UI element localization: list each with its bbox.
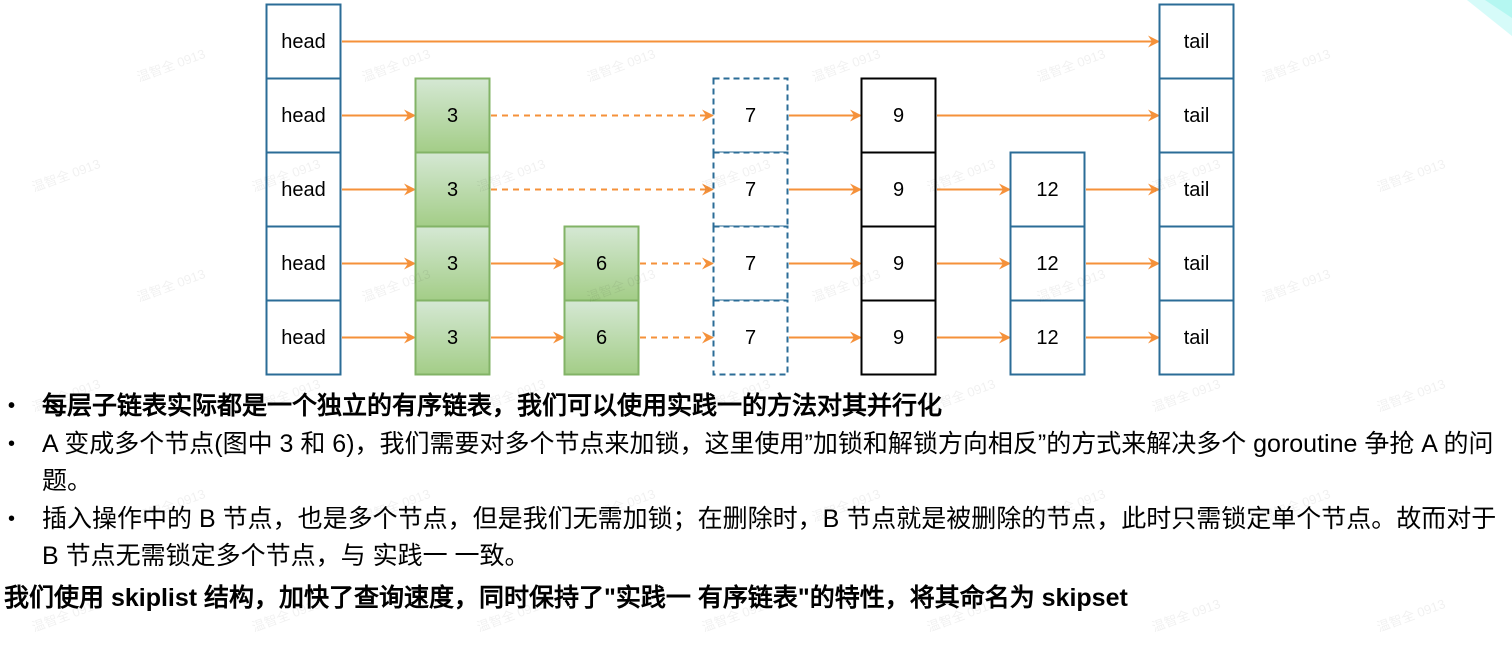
node-n12-level-4: 12 bbox=[1009, 299, 1086, 376]
node-box bbox=[265, 151, 342, 228]
node-box bbox=[1158, 3, 1235, 80]
node-label: head bbox=[281, 327, 326, 349]
node-n3-level-3: 3 bbox=[414, 225, 491, 302]
bullet-item: • A 变成多个节点(图中 3 和 6)，我们需要对多个节点来加锁，这里使用”加… bbox=[0, 426, 1512, 501]
bullet-list: • 每层子链表实际都是一个独立的有序链表，我们可以使用实践一的方法对其并行化 •… bbox=[0, 388, 1512, 576]
summary-text: 我们使用 skiplist 结构，加快了查询速度，同时保持了"实践一 有序链表"… bbox=[4, 583, 1128, 612]
node-tail-level-4: tail bbox=[1158, 299, 1235, 376]
node-head-level-4: head bbox=[265, 299, 342, 376]
bullet-text: A 变成多个节点(图中 3 和 6)，我们需要对多个节点来加锁，这里使用”加锁和… bbox=[42, 429, 1494, 496]
node-n12-level-3: 12 bbox=[1009, 225, 1086, 302]
node-tail-level-2: tail bbox=[1158, 151, 1235, 228]
node-box bbox=[265, 225, 342, 302]
node-box bbox=[860, 299, 937, 376]
node-n9-level-1: 9 bbox=[860, 77, 937, 154]
node-label: 9 bbox=[893, 105, 904, 127]
node-label: 6 bbox=[596, 327, 607, 349]
node-label: tail bbox=[1184, 179, 1210, 201]
node-label: head bbox=[281, 31, 326, 53]
node-label: 9 bbox=[893, 253, 904, 275]
node-box bbox=[860, 151, 937, 228]
node-box bbox=[265, 77, 342, 154]
node-n7-level-2: 7 bbox=[712, 151, 789, 228]
node-box bbox=[563, 225, 640, 302]
bullet-marker: • bbox=[8, 432, 16, 455]
node-label: 3 bbox=[447, 327, 458, 349]
node-label: 12 bbox=[1036, 253, 1058, 275]
node-label: 6 bbox=[596, 253, 607, 275]
node-n6-level-3: 6 bbox=[563, 225, 640, 302]
node-box bbox=[1009, 225, 1086, 302]
skiplist-diagram: head head head head head 3 3 3 3 6 6 7 7 7 7 9 9 9 9 12 12 12… bbox=[265, 3, 1235, 376]
node-box bbox=[414, 299, 491, 376]
node-label: 7 bbox=[745, 179, 756, 201]
node-label: head bbox=[281, 179, 326, 201]
node-n9-level-2: 9 bbox=[860, 151, 937, 228]
node-box bbox=[1158, 299, 1235, 376]
node-label: tail bbox=[1184, 31, 1210, 53]
node-box bbox=[1158, 151, 1235, 228]
node-label: tail bbox=[1184, 253, 1210, 275]
node-box bbox=[265, 3, 342, 80]
node-n7-level-4: 7 bbox=[712, 299, 789, 376]
node-label: tail bbox=[1184, 105, 1210, 127]
node-head-level-1: head bbox=[265, 77, 342, 154]
node-n6-level-4: 6 bbox=[563, 299, 640, 376]
node-head-level-0: head bbox=[265, 3, 342, 80]
node-box bbox=[563, 299, 640, 376]
node-box bbox=[712, 299, 789, 376]
corner-decoration bbox=[1467, 0, 1512, 36]
node-box bbox=[265, 299, 342, 376]
node-n9-level-3: 9 bbox=[860, 225, 937, 302]
node-box bbox=[1009, 299, 1086, 376]
node-head-level-2: head bbox=[265, 151, 342, 228]
node-label: 9 bbox=[893, 179, 904, 201]
node-n3-level-4: 3 bbox=[414, 299, 491, 376]
node-tail-level-1: tail bbox=[1158, 77, 1235, 154]
node-label: 12 bbox=[1036, 327, 1058, 349]
node-tail-level-3: tail bbox=[1158, 225, 1235, 302]
bullet-item: • 插入操作中的 B 节点，也是多个节点，但是我们无需加锁；在删除时，B 节点就… bbox=[0, 501, 1512, 576]
node-label: 3 bbox=[447, 253, 458, 275]
node-box bbox=[1158, 225, 1235, 302]
bullet-text: 每层子链表实际都是一个独立的有序链表，我们可以使用实践一的方法对其并行化 bbox=[42, 392, 943, 420]
node-label: 7 bbox=[745, 253, 756, 275]
links-layer bbox=[342, 35, 1160, 344]
node-n3-level-2: 3 bbox=[414, 151, 491, 228]
node-label: head bbox=[281, 253, 326, 275]
node-label: 9 bbox=[893, 327, 904, 349]
node-n7-level-3: 7 bbox=[712, 225, 789, 302]
bullet-item: • 每层子链表实际都是一个独立的有序链表，我们可以使用实践一的方法对其并行化 bbox=[0, 388, 1512, 426]
node-head-level-3: head bbox=[265, 225, 342, 302]
node-box bbox=[860, 77, 937, 154]
bullet-marker: • bbox=[8, 507, 16, 530]
nodes-layer: head head head head head 3 3 3 3 6 6 7 7 7 7 9 9 9 9 12 12 12… bbox=[265, 3, 1235, 376]
node-n7-level-1: 7 bbox=[712, 77, 789, 154]
node-label: 3 bbox=[447, 105, 458, 127]
node-box bbox=[1009, 151, 1086, 228]
node-label: tail bbox=[1184, 327, 1210, 349]
node-n12-level-2: 12 bbox=[1009, 151, 1086, 228]
node-box bbox=[414, 77, 491, 154]
node-tail-level-0: tail bbox=[1158, 3, 1235, 80]
text-area: • 每层子链表实际都是一个独立的有序链表，我们可以使用实践一的方法对其并行化 •… bbox=[0, 388, 1512, 620]
node-n9-level-4: 9 bbox=[860, 299, 937, 376]
node-box bbox=[712, 151, 789, 228]
node-label: 7 bbox=[745, 327, 756, 349]
node-label: 12 bbox=[1036, 179, 1058, 201]
node-n3-level-1: 3 bbox=[414, 77, 491, 154]
bullet-text: 插入操作中的 B 节点，也是多个节点，但是我们无需加锁；在删除时，B 节点就是被… bbox=[42, 504, 1497, 571]
node-label: head bbox=[281, 105, 326, 127]
node-label: 3 bbox=[447, 179, 458, 201]
node-label: 7 bbox=[745, 105, 756, 127]
bullet-marker: • bbox=[8, 395, 16, 417]
